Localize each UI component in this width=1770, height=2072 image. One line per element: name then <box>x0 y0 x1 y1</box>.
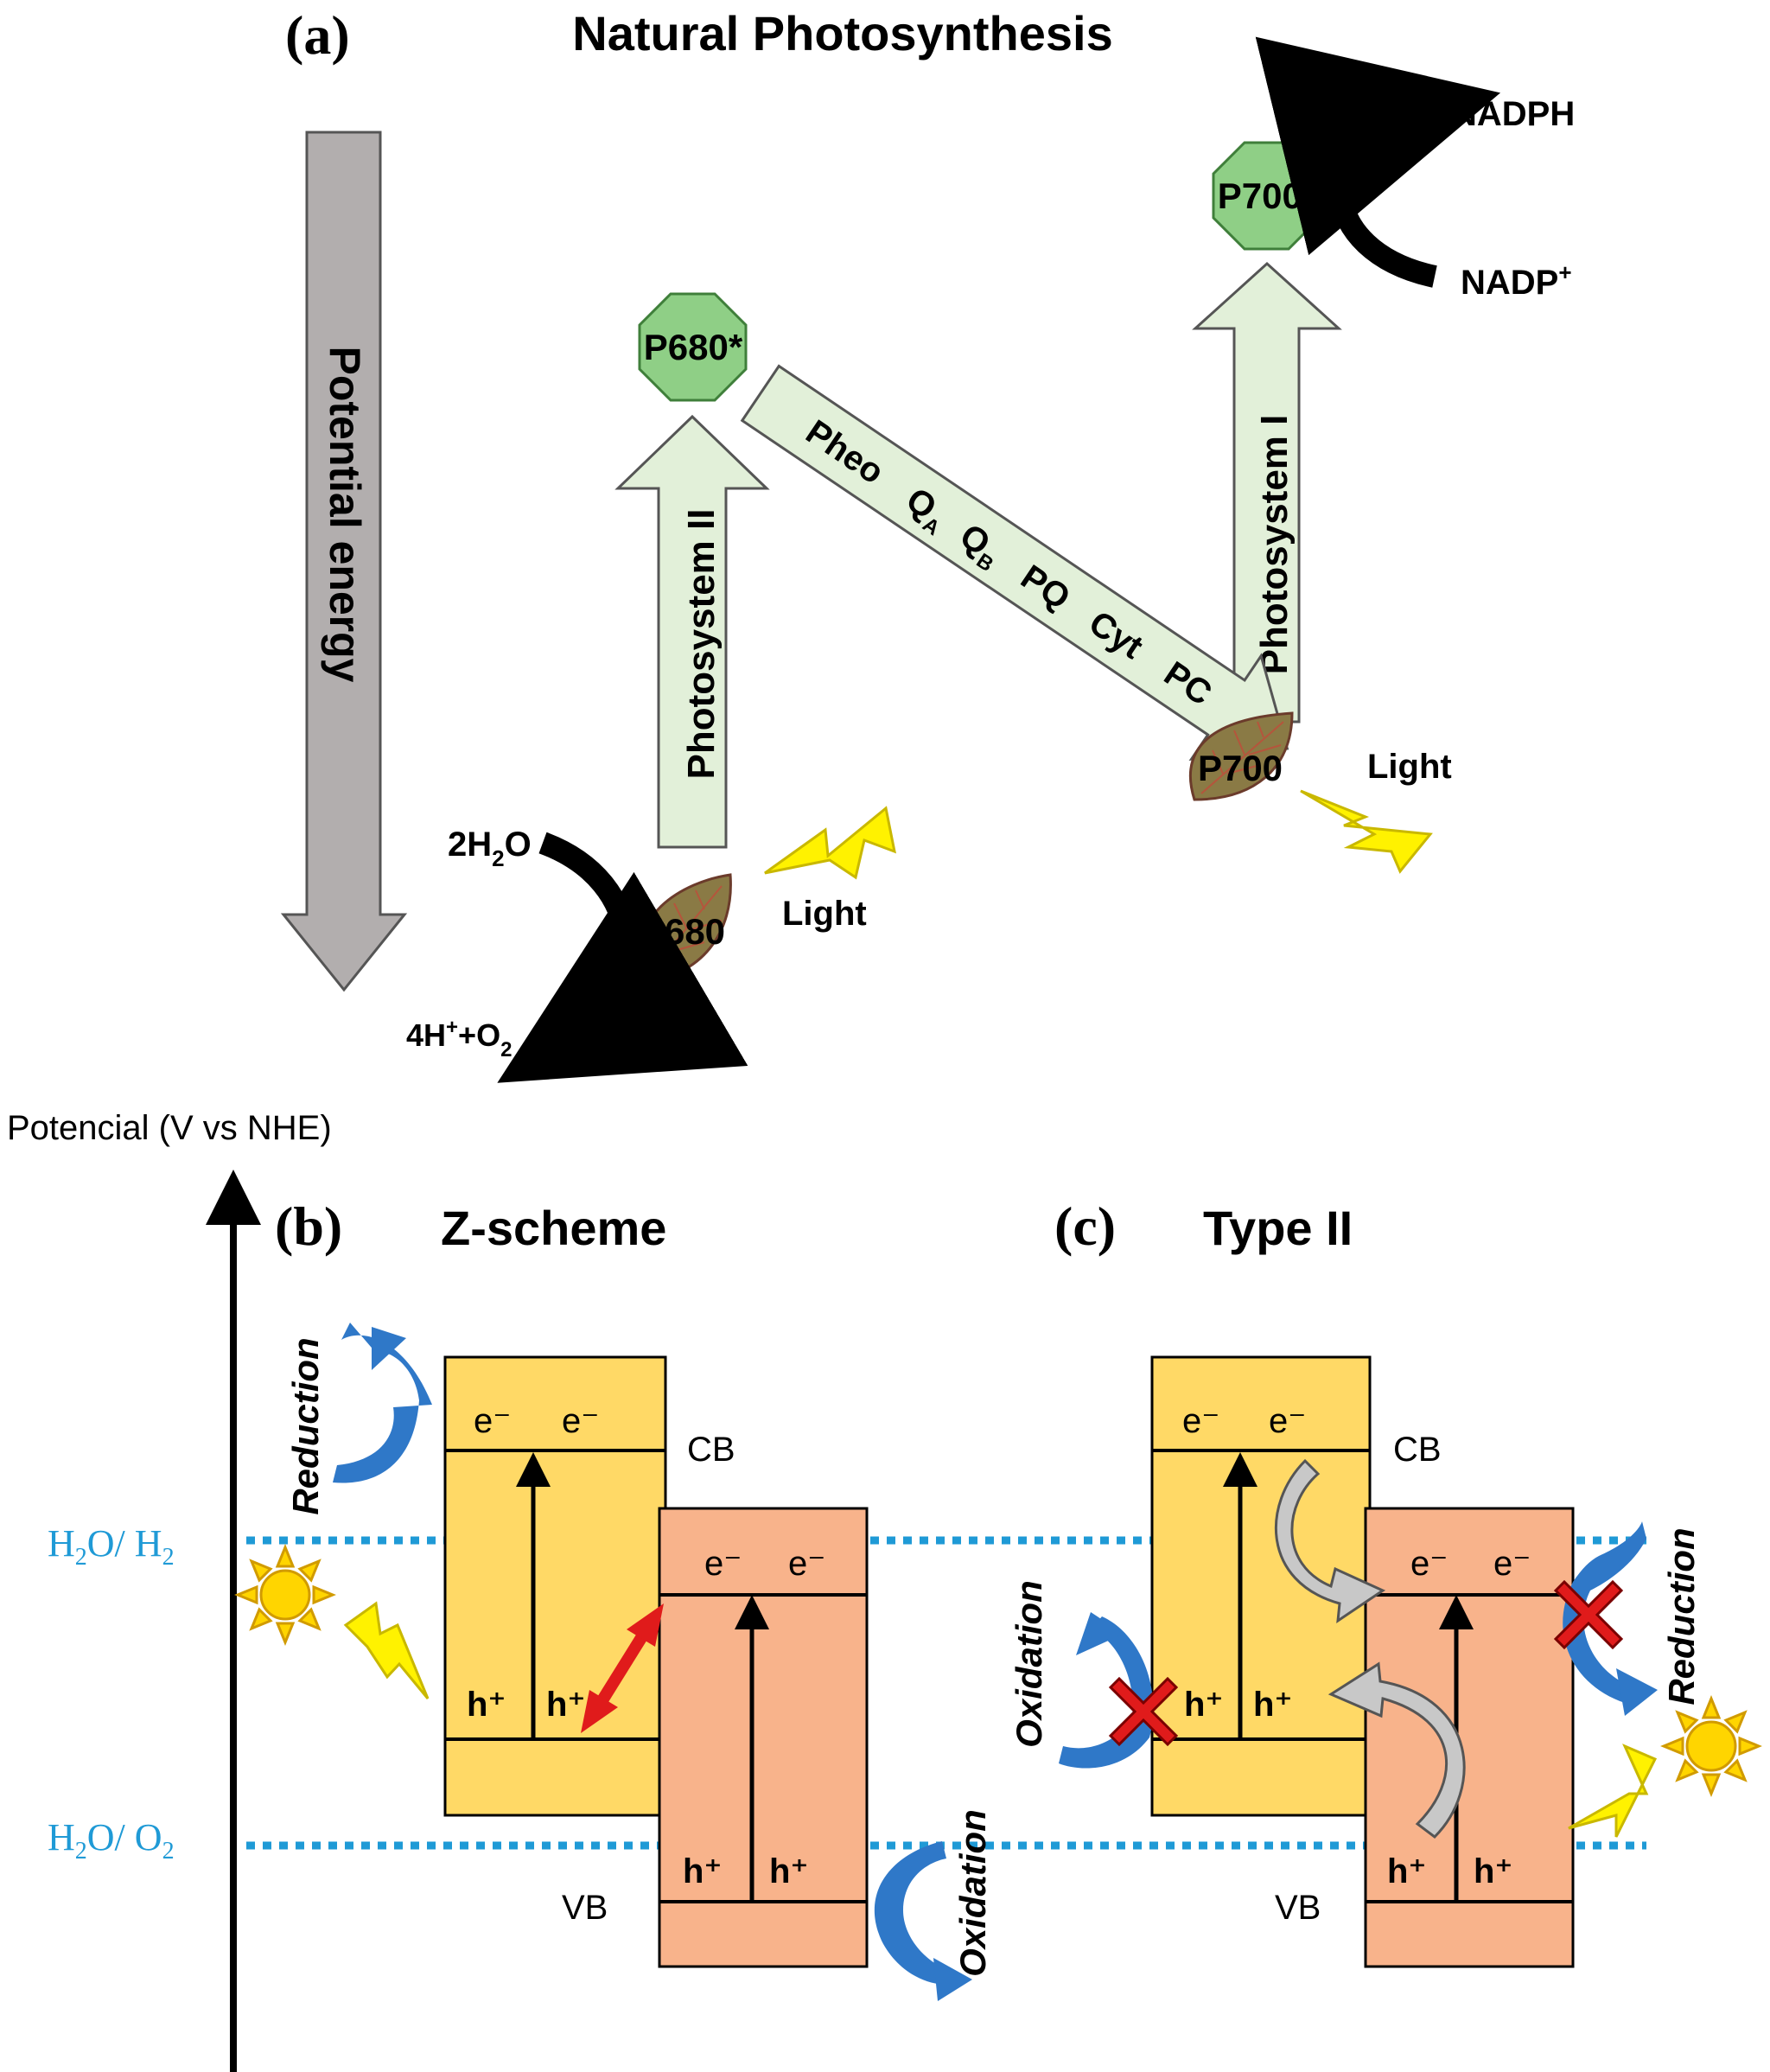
semiconductor-2-block <box>658 1507 869 1968</box>
vb-label: VB <box>562 1889 608 1927</box>
photosystem-1-label: Photosystem I <box>1253 415 1296 675</box>
lightning-bolt-icon <box>764 806 896 880</box>
water-splitting-arrow <box>497 832 748 1083</box>
photosystem-2-label: Photosystem II <box>680 509 723 780</box>
hole-transfer-arrow <box>1328 1661 1466 1839</box>
p680-star-node <box>638 292 748 402</box>
electron-label: e⁻ <box>788 1545 825 1583</box>
lightning-bolt-icon <box>1300 789 1433 874</box>
axis-label: Potencial (V vs NHE) <box>7 1109 332 1147</box>
electron-transport-arrow: Pheo QA QB PQ Cyt PC <box>740 364 1289 762</box>
p680-star-label: P680* <box>644 327 743 367</box>
panel-c-title: Type II <box>1203 1201 1353 1255</box>
hole-label: h⁺ <box>1253 1686 1293 1724</box>
hole-label: h⁺ <box>1474 1852 1513 1890</box>
sun-icon <box>1660 1695 1762 1797</box>
hole-label: h⁺ <box>1387 1852 1427 1890</box>
potential-energy-arrow <box>280 131 408 992</box>
semiconductor-2-block <box>1364 1507 1575 1968</box>
photosystem-2-arrow <box>614 414 770 849</box>
reduction-arrow <box>333 1323 432 1483</box>
electron-label: e⁻ <box>1493 1545 1531 1583</box>
reduction-arrowhead <box>372 1327 406 1370</box>
p700-leaf <box>1188 711 1294 801</box>
hole-label: h⁺ <box>467 1686 506 1724</box>
panel-a: (a) Natural Photosynthesis Potential ene… <box>280 4 1575 1083</box>
sun-icon <box>234 1544 336 1646</box>
reduction-arrow <box>1563 1521 1646 1703</box>
electron-transfer-arrow <box>1274 1458 1386 1624</box>
light-label-left: Light <box>782 895 867 933</box>
blocked-x-icon <box>1108 1676 1179 1747</box>
water-label: 2H2O <box>448 826 532 871</box>
reduction-label: Reduction <box>1661 1527 1702 1705</box>
hole-label: h⁺ <box>769 1852 809 1890</box>
nadph-label: NADPH <box>1452 95 1575 133</box>
electron-label: e⁻ <box>1410 1545 1448 1583</box>
cb-label: CB <box>687 1431 735 1469</box>
hole-label: h⁺ <box>683 1852 723 1890</box>
reduction-label: Reduction <box>285 1337 326 1514</box>
panel-b: (b) Z-scheme e⁻ e⁻ h⁺ h⁺ e⁻ e⁻ h⁺ h⁺ CB … <box>234 1195 993 2001</box>
oxidation-arrowhead <box>933 1958 972 2001</box>
h2o-o2-label: H2O/ O2 <box>48 1816 175 1865</box>
nadph-arrow <box>1255 36 1501 288</box>
electron-label: e⁻ <box>704 1545 742 1583</box>
hole-label: h⁺ <box>1184 1686 1224 1724</box>
panel-c: (c) Type II e⁻ e⁻ h⁺ h⁺ e⁻ e⁻ h⁺ h⁺ CB V… <box>1009 1195 1762 1968</box>
p700-label: P700 <box>1198 748 1283 788</box>
light-label-right: Light <box>1367 748 1452 786</box>
oxidation-arrowhead <box>1076 1612 1124 1655</box>
oxidation-arrow <box>874 1841 955 1985</box>
blocked-x-icon <box>1553 1579 1624 1650</box>
oxidation-label: Oxidation <box>1009 1580 1049 1748</box>
lightning-bolt-icon <box>343 1601 430 1699</box>
h2o-h2-label: H2O/ H2 <box>48 1522 175 1571</box>
potential-energy-label: Potential energy <box>321 347 369 683</box>
panel-a-label: (a) <box>285 4 350 66</box>
electron-label: e⁻ <box>562 1402 599 1440</box>
panel-c-label: (c) <box>1054 1195 1116 1257</box>
reduction-arrowhead <box>1616 1668 1658 1716</box>
recombination-double-arrow <box>581 1603 664 1733</box>
p680-label: P680 <box>640 911 725 952</box>
electron-label: e⁻ <box>474 1402 511 1440</box>
electron-label: e⁻ <box>1182 1402 1219 1440</box>
panel-b-label: (b) <box>275 1195 342 1257</box>
lightning-bolt-icon <box>1568 1744 1658 1838</box>
panel-b-title: Z-scheme <box>441 1201 666 1255</box>
p700-star-label: P700* <box>1218 175 1317 216</box>
electron-label: e⁻ <box>1269 1402 1306 1440</box>
vb-label: VB <box>1275 1889 1321 1927</box>
cb-label: CB <box>1393 1431 1442 1469</box>
panel-a-title: Natural Photosynthesis <box>572 6 1112 61</box>
hole-label: h⁺ <box>546 1686 586 1724</box>
oxidation-label: Oxidation <box>952 1809 993 1977</box>
photosystem-1-arrow <box>1192 261 1342 724</box>
nadp-label: NADP+ <box>1461 259 1572 302</box>
products-label: 4H++O2 <box>406 1016 512 1062</box>
